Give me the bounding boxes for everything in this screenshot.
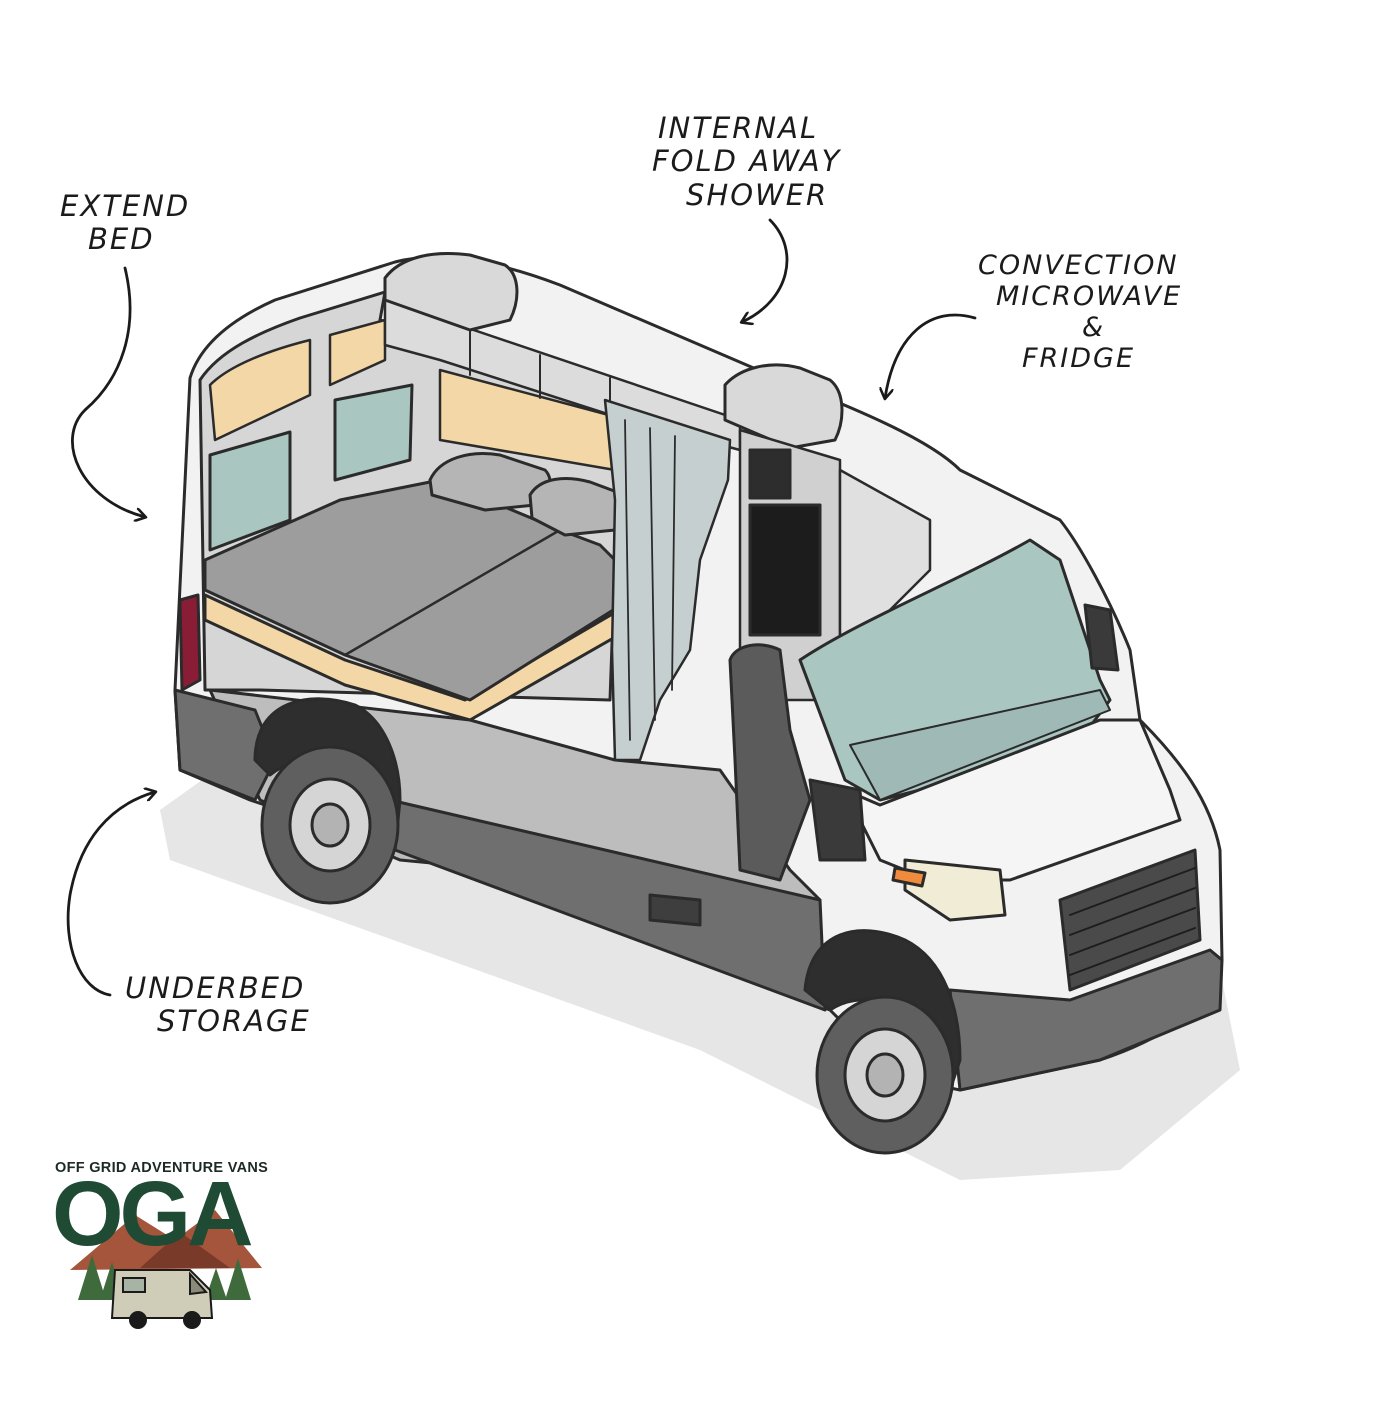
wood-panel-left2 [328,318,387,387]
callout-underbed-storage: Underbed Storage [125,971,311,1039]
roof-vent-rear [383,252,519,332]
front-wheel [815,995,955,1155]
callout-shower-line1: Internal [658,111,819,145]
fridge [748,503,822,637]
callout-underbed-line1: Underbed [125,971,306,1005]
callout-underbed-line2: Storage [157,1004,311,1039]
callout-microwave-fridge: Convection Microwave & Fridge [978,250,1182,374]
callout-shower-line2: Fold Away [652,144,842,179]
turn-signal [891,866,927,888]
callout-extend-bed-line2: Bed [88,222,155,257]
logo-mountain-icon [70,1210,262,1270]
callout-microwave-line3: & [1082,312,1106,344]
mattress-seam [343,528,562,657]
side-mirror-right [1083,603,1120,672]
callout-shower-line3: Shower [686,177,829,212]
logo-tagline: OFF GRID ADVENTURE VANS [55,1160,269,1176]
callout-extend-bed: Extend Bed [60,189,191,257]
mattress [203,478,647,702]
driver-seat [728,643,812,882]
shower-curtain [603,398,732,762]
rear-bumper [173,688,277,802]
side-mirror [808,778,867,862]
tail-light [178,593,202,692]
callout-microwave-line2: Microwave [996,281,1183,313]
van-body [173,252,1224,1092]
arrow-microwave-fridge [885,313,977,398]
front-bumper [948,948,1224,1092]
rear-window-right [333,383,414,482]
arrow-extend-bed [71,266,145,517]
oga-logo-art [70,1210,262,1329]
microwave [748,448,792,500]
dashboard [849,689,1111,801]
wood-panel-left [208,338,312,442]
rear-window-left [208,430,292,552]
logo-wordmark: OGA [52,1163,254,1265]
grille [1058,848,1202,992]
callout-extend-bed-line1: Extend [60,189,191,223]
arrow-internal-shower [742,218,789,322]
rear-wheel [260,745,400,905]
logo-van-icon [110,1269,214,1329]
callout-arrows [66,218,977,997]
side-step [648,893,702,927]
callout-internal-shower: Internal Fold Away Shower [652,111,842,212]
headlight [903,858,1007,922]
roof-vent-front [723,363,844,450]
callout-microwave-line4: Fridge [1022,343,1136,375]
callout-microwave-line1: Convection [978,250,1179,281]
arrow-underbed-storage [66,792,155,997]
